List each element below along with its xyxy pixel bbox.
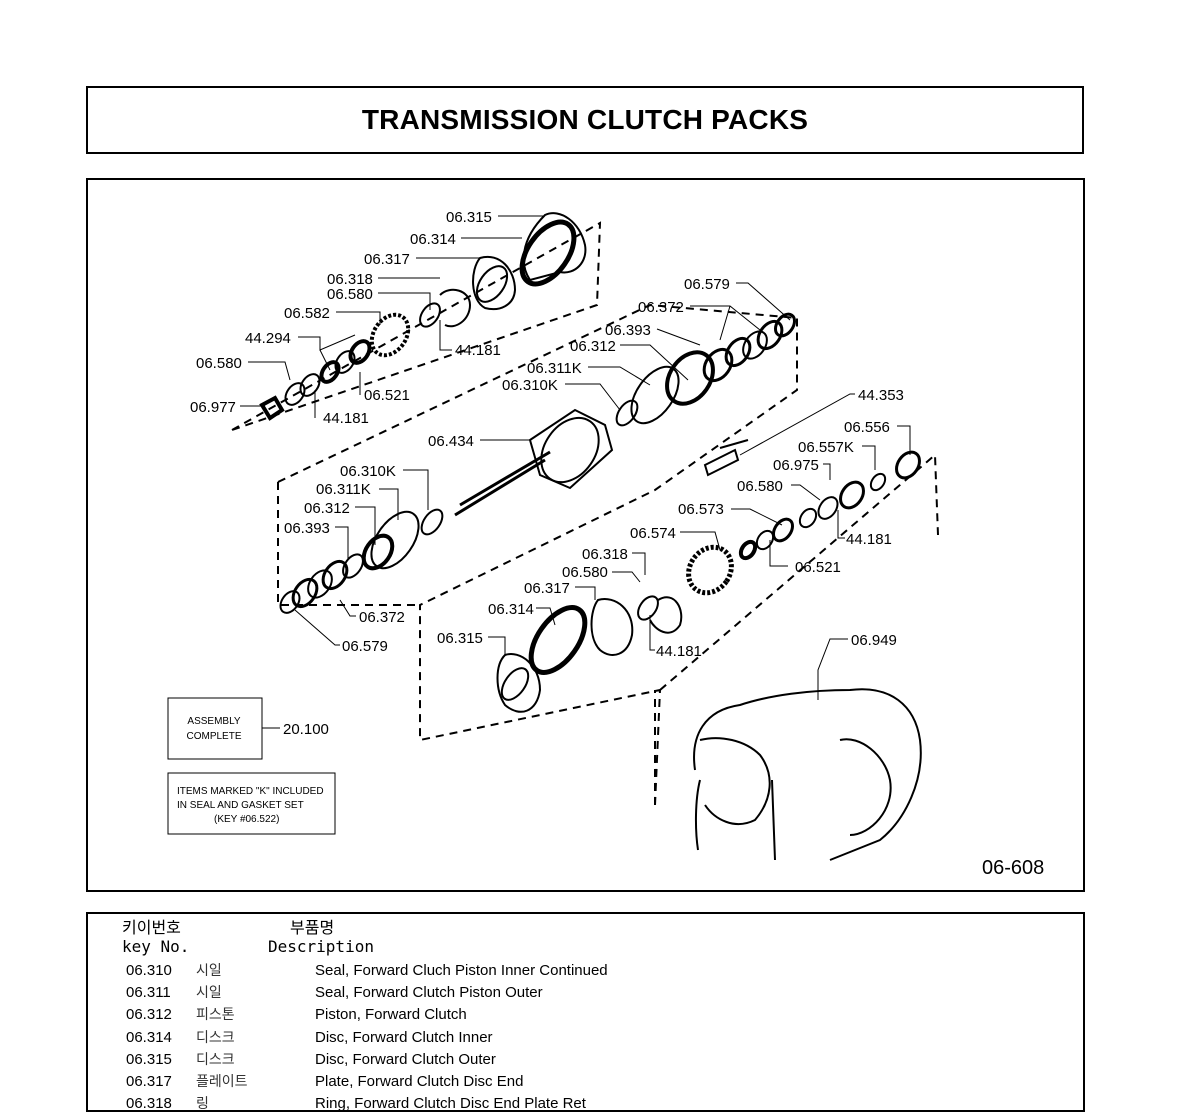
row-key: 06.312 [126,1006,172,1024]
key-number-header-kr: 키이번호 [122,918,181,937]
leader-lines [240,215,911,729]
row-description: Piston, Forward Clutch [315,1006,467,1024]
svg-text:06.949: 06.949 [851,632,897,649]
svg-text:06.521: 06.521 [795,559,841,576]
svg-text:06.317: 06.317 [364,251,410,268]
svg-text:(KEY #06.522): (KEY #06.522) [214,814,279,825]
part-labels: 06.315 06.314 06.317 06.318 06.580 06.58… [190,209,904,738]
row-key: 06.311 [126,984,171,1002]
svg-text:06.975: 06.975 [773,457,819,474]
svg-text:ASSEMBLY: ASSEMBLY [187,716,240,727]
svg-text:COMPLETE: COMPLETE [186,731,241,742]
row-key: 06.317 [126,1072,172,1090]
exploded-diagram: 06.315 06.314 06.317 06.318 06.580 06.58… [86,178,1085,892]
svg-text:06.557K: 06.557K [798,439,854,456]
svg-text:06.310K: 06.310K [340,463,396,480]
svg-text:06.315: 06.315 [446,209,492,226]
description-header-en: Description [268,937,374,956]
row-korean-name: 디스크 [196,1051,235,1068]
svg-text:06.573: 06.573 [678,501,724,518]
svg-text:06.579: 06.579 [342,638,388,655]
row-key: 06.314 [126,1028,172,1046]
svg-text:06.312: 06.312 [570,338,616,355]
row-korean-name: 시일 [196,985,222,1002]
svg-text:06.580: 06.580 [196,355,242,372]
svg-text:20.100: 20.100 [283,721,329,738]
svg-text:06.393: 06.393 [605,322,651,339]
svg-text:06.556: 06.556 [844,419,890,436]
svg-text:06.521: 06.521 [364,387,410,404]
svg-text:06.580: 06.580 [562,564,608,581]
svg-text:06.582: 06.582 [284,305,330,322]
diagram-svg: 06.315 06.314 06.317 06.318 06.580 06.58… [167,209,1044,879]
svg-text:06.312: 06.312 [304,500,350,517]
svg-text:44.181: 44.181 [323,410,369,427]
title-box: TRANSMISSION CLUTCH PACKS [86,86,1084,154]
row-korean-name: 플레이트 [196,1073,248,1090]
svg-text:IN SEAL AND GASKET SET: IN SEAL AND GASKET SET [177,800,304,811]
row-korean-name: 시일 [196,963,222,979]
svg-text:44.353: 44.353 [858,387,904,404]
svg-text:06.310K: 06.310K [502,377,558,394]
svg-text:06.318: 06.318 [582,546,628,563]
seal-kit-note-box: ITEMS MARKED "K" INCLUDED IN SEAL AND GA… [167,772,336,835]
page-title: TRANSMISSION CLUTCH PACKS [361,104,809,135]
row-description: Seal, Forward Cluch Piston Inner Continu… [315,962,608,979]
assembly-complete-box: ASSEMBLY COMPLETE [167,697,263,760]
row-description: Disc, Forward Clutch Outer [315,1050,496,1068]
svg-text:06.580: 06.580 [327,286,373,303]
svg-text:44.181: 44.181 [656,643,702,660]
parts-table: 키이번호 key No. 부품명 Description 06.310 시일 S… [86,912,1085,1112]
row-key: 06.310 [126,962,172,979]
row-key: 06.315 [126,1050,172,1068]
svg-text:06.580: 06.580 [737,478,783,495]
svg-text:06.318: 06.318 [327,271,373,288]
row-description: Seal, Forward Clutch Piston Outer [315,984,543,1002]
svg-text:06.317: 06.317 [524,580,570,597]
row-key: 06.318 [126,1095,172,1112]
svg-text:06.314: 06.314 [410,231,456,248]
svg-text:06.579: 06.579 [684,276,730,293]
svg-text:44.181: 44.181 [455,342,501,359]
svg-text:06.311K: 06.311K [527,360,582,377]
row-korean-name: 링 [196,1096,209,1112]
dashed-outlines [231,221,939,806]
svg-text:06.314: 06.314 [488,601,534,618]
description-header-kr: 부품명 [290,918,335,937]
part-drawings [259,212,922,861]
svg-text:06.315: 06.315 [437,630,483,647]
key-number-header: 키이번호 key No. [122,918,189,956]
svg-text:ITEMS MARKED "K" INCLUDED: ITEMS MARKED "K" INCLUDED [177,786,324,797]
svg-text:06.311K: 06.311K [316,481,371,498]
svg-text:06.372: 06.372 [359,609,405,626]
row-korean-name: 피스톤 [196,1007,235,1024]
row-korean-name: 디스크 [196,1029,235,1046]
figure-number: 06-608 [982,857,1044,879]
svg-text:06.393: 06.393 [284,520,330,537]
svg-text:44.294: 44.294 [245,330,291,347]
row-description: Ring, Forward Clutch Disc End Plate Ret [315,1095,586,1112]
svg-text:06.372: 06.372 [638,299,684,316]
svg-text:06.434: 06.434 [428,433,474,450]
row-description: Disc, Forward Clutch Inner [315,1028,493,1046]
description-header: 부품명 Description [268,918,374,956]
row-description: Plate, Forward Clutch Disc End [315,1072,524,1090]
key-number-header-en: key No. [122,937,190,956]
svg-text:06.574: 06.574 [630,525,676,542]
svg-text:06.977: 06.977 [190,399,236,416]
svg-text:44.181: 44.181 [846,531,892,548]
